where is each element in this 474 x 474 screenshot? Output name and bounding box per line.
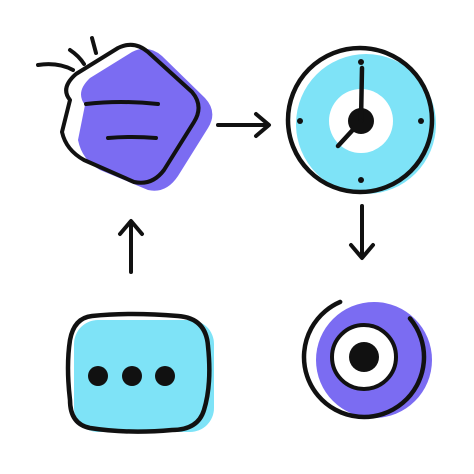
ellipsis-node bbox=[65, 311, 214, 434]
arrow-up bbox=[118, 219, 144, 274]
target-node bbox=[301, 294, 432, 420]
clock-icon bbox=[285, 45, 435, 195]
clock-tick-12 bbox=[358, 59, 364, 65]
diamond-icon bbox=[60, 42, 201, 185]
clock-tick-9 bbox=[297, 118, 303, 124]
clock-hand-hour bbox=[358, 65, 365, 124]
box-fill bbox=[74, 320, 214, 432]
spark-lines bbox=[36, 36, 98, 72]
arrow-right bbox=[216, 112, 271, 138]
diamond-node bbox=[36, 36, 213, 191]
diamond-line-2 bbox=[106, 135, 158, 140]
diamond-fill bbox=[78, 48, 213, 191]
ellipsis-icon bbox=[88, 366, 175, 386]
clock-hand-minute bbox=[335, 118, 364, 149]
clock-node bbox=[285, 45, 436, 195]
clock-tick-6 bbox=[358, 177, 364, 183]
ellipsis-box-icon bbox=[65, 311, 212, 434]
target-icon bbox=[301, 294, 427, 420]
clock-tick-3 bbox=[418, 118, 424, 124]
target-inner-ring bbox=[330, 323, 398, 391]
target-dot bbox=[349, 342, 379, 372]
arrow-down bbox=[349, 204, 375, 260]
diamond-line-1 bbox=[84, 100, 160, 106]
